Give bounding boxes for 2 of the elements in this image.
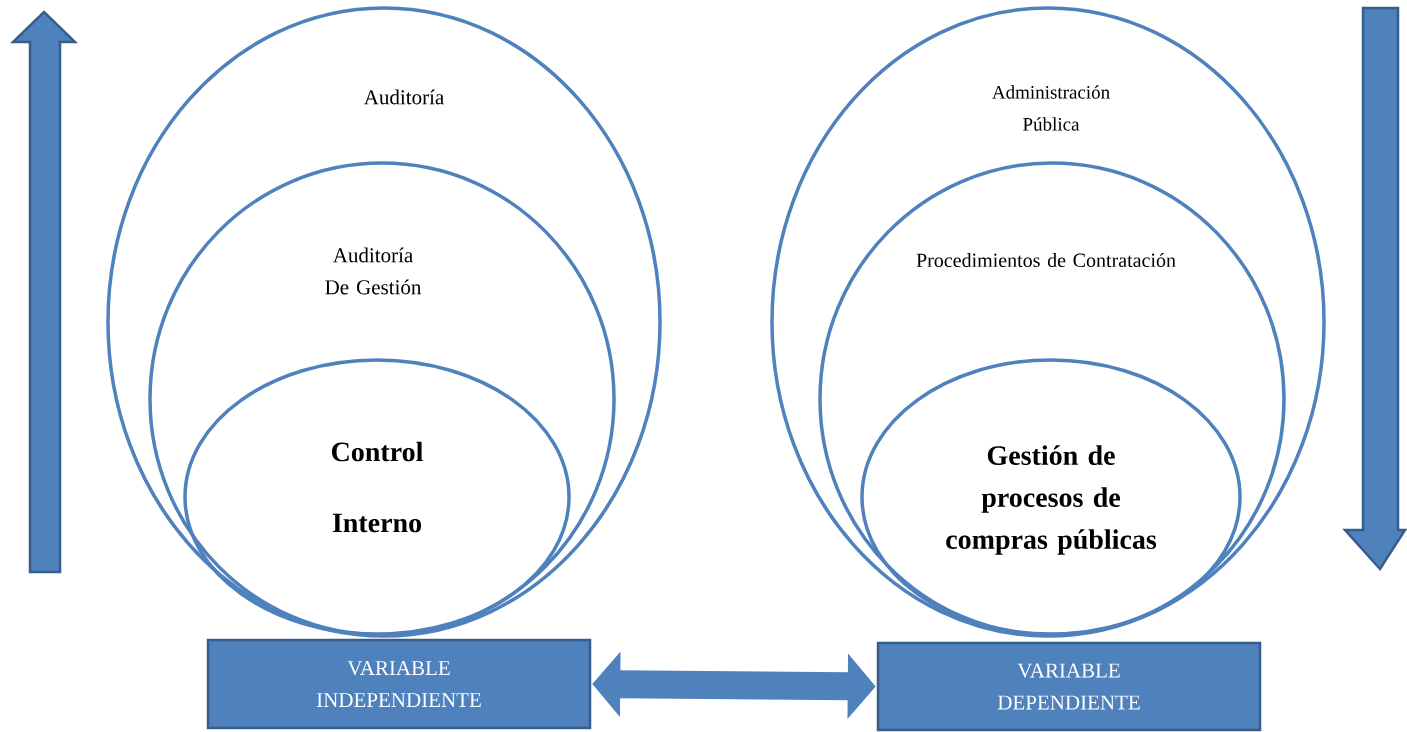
variable-box: VARIABLE INDEPENDIENTE — [206, 638, 592, 730]
variable-box: VARIABLE DEPENDIENTE — [876, 641, 1262, 732]
